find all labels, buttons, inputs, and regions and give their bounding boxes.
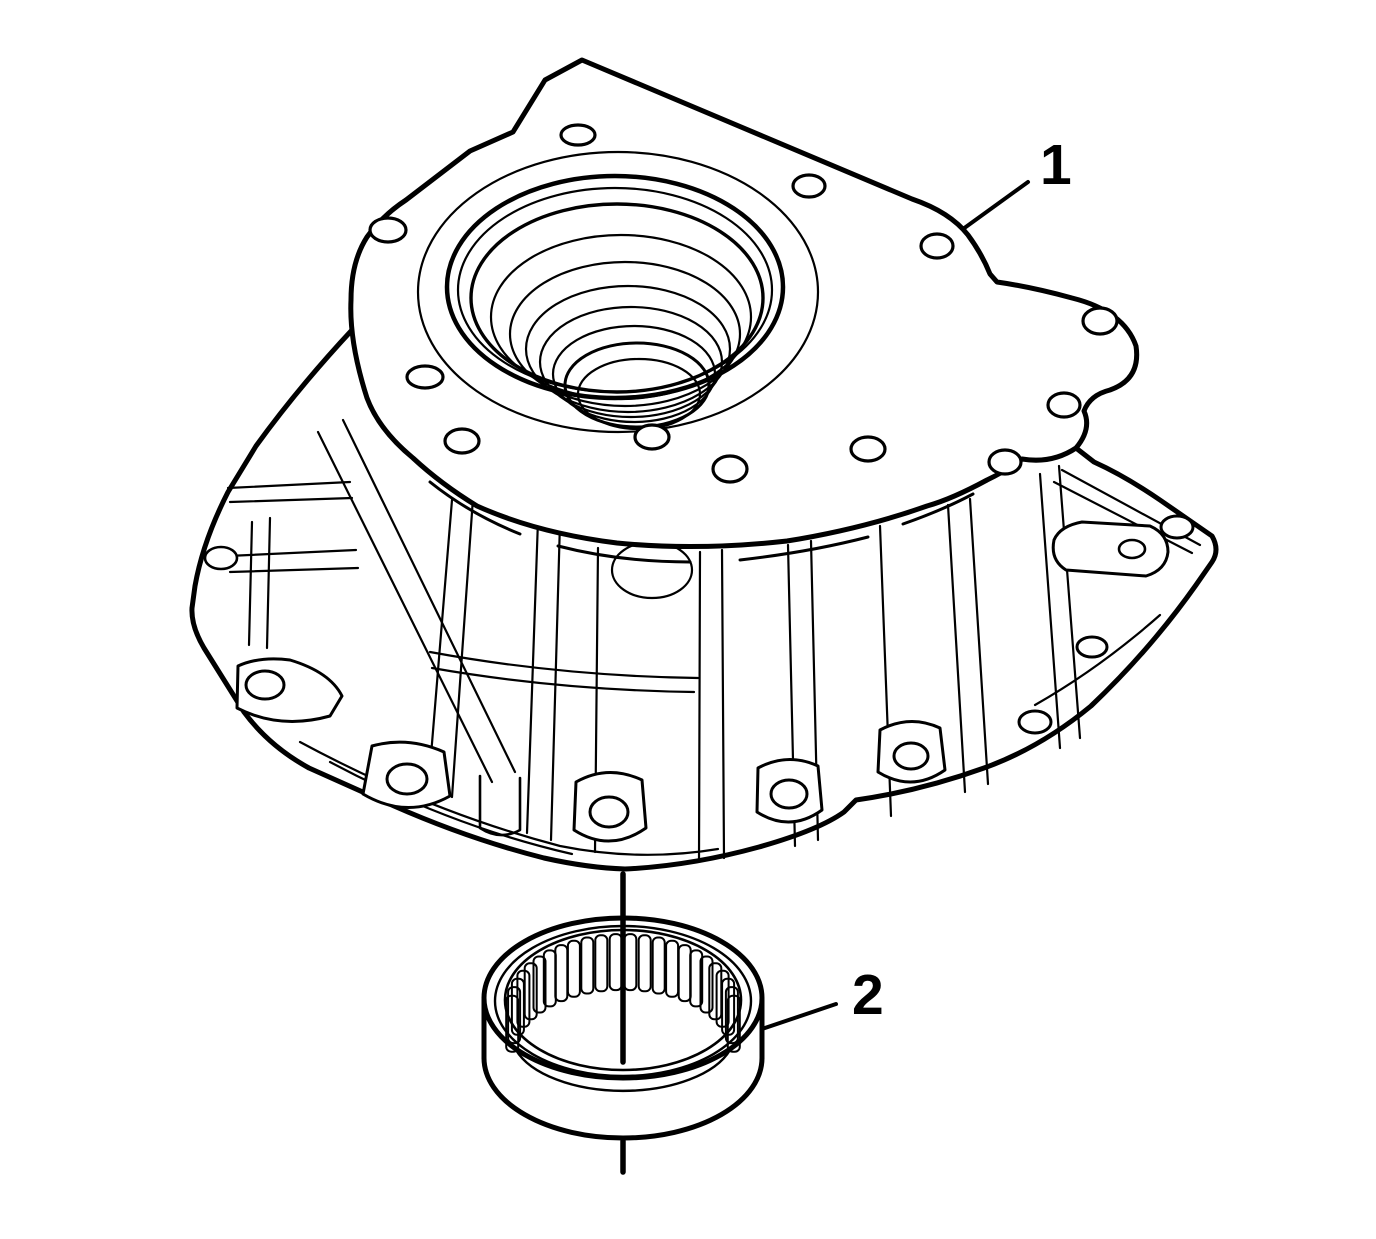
bearing-roller <box>532 955 547 1014</box>
bearing-bottom-arc <box>481 1055 765 1141</box>
bearing-roller <box>566 939 581 998</box>
bearing-inner-floor-arc <box>514 1048 732 1093</box>
housing-flange <box>348 57 1140 550</box>
housing-drawing <box>189 57 1219 872</box>
callouts: 1 2 <box>760 133 1072 1031</box>
callout-1-label: 1 <box>1040 133 1072 197</box>
callout-2-label: 2 <box>852 963 884 1027</box>
bearing-rollers <box>505 933 741 1053</box>
bearing-roller <box>689 949 704 1008</box>
bearing-roller <box>651 936 666 995</box>
bearing-roller <box>699 955 714 1014</box>
bearing-roller <box>516 969 531 1028</box>
bearing-roller <box>726 994 741 1053</box>
flange-underside-edges <box>428 480 975 564</box>
bearing-roller <box>580 936 595 995</box>
callout-2-leader <box>760 1002 838 1031</box>
bearing-roller <box>637 934 652 993</box>
flange-boss-ring <box>416 150 820 434</box>
bearing-roller <box>724 986 739 1045</box>
bearing-roller <box>507 986 522 1045</box>
bearing-roller <box>523 962 538 1021</box>
housing-bore <box>444 173 786 431</box>
housing-skirt-ears <box>203 545 947 843</box>
housing-wing <box>1017 514 1195 735</box>
flange-bolt-holes <box>368 123 1119 484</box>
callout-1-leader <box>961 180 1030 231</box>
bearing-roller <box>594 934 609 993</box>
